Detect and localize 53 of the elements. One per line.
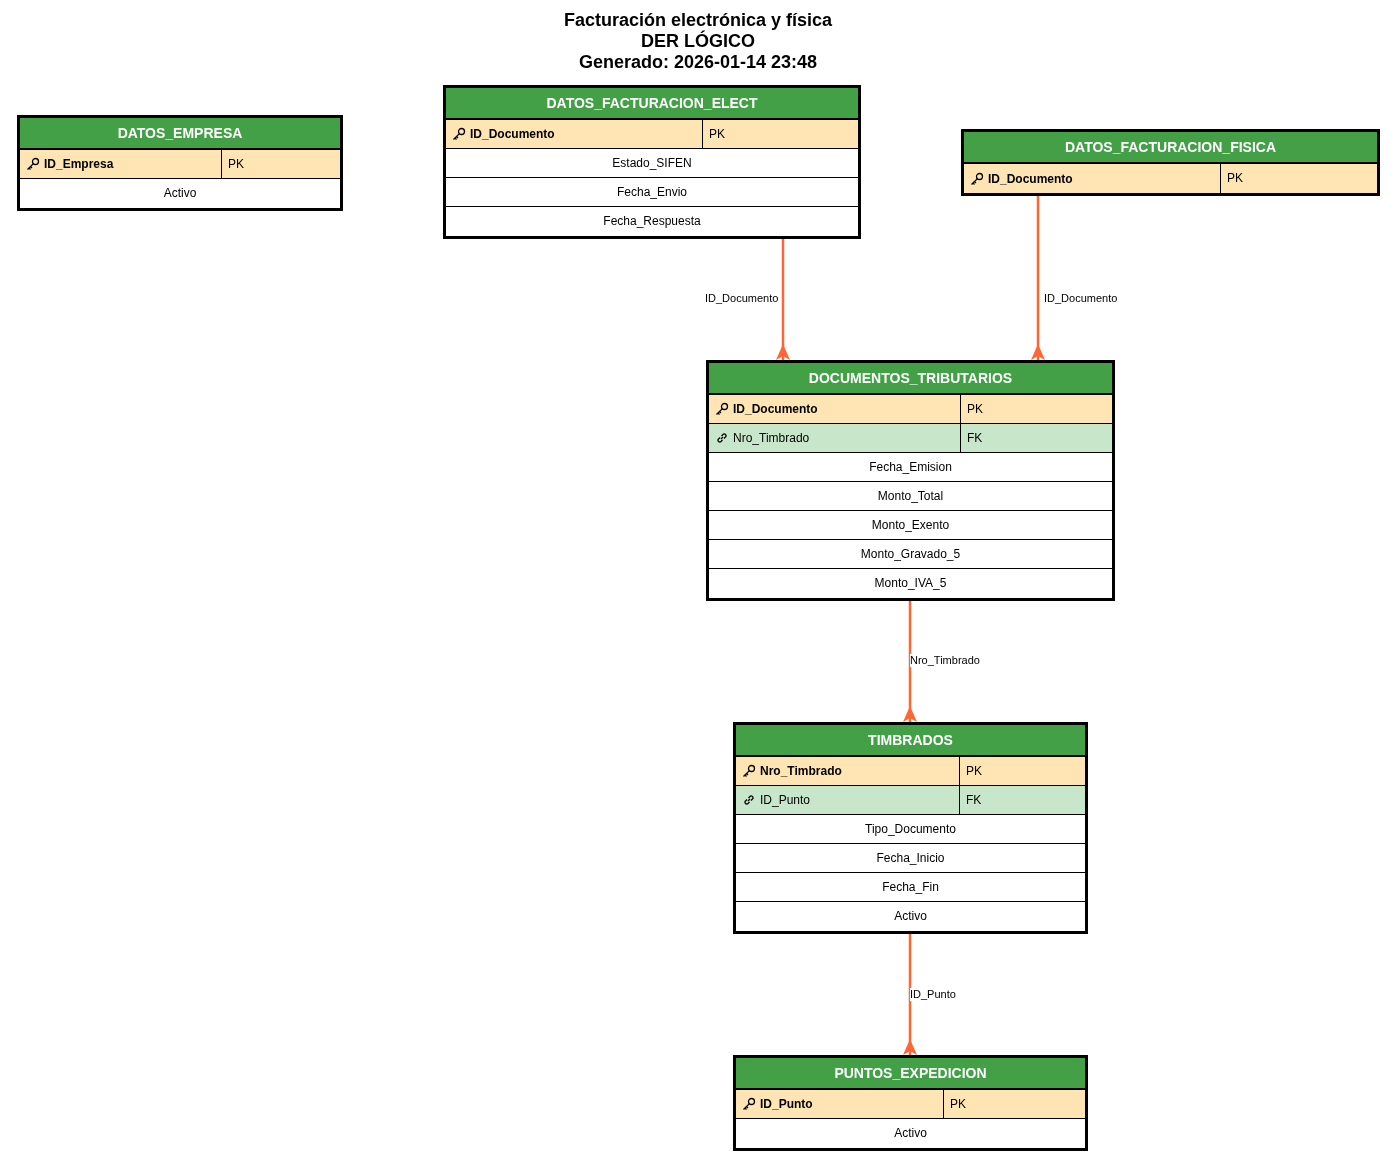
table-header: PUNTOS_EXPEDICION bbox=[736, 1058, 1085, 1090]
table-header: TIMBRADOS bbox=[736, 725, 1085, 757]
entity-table bbox=[443, 85, 861, 239]
diagram-title: Facturación electrónica y física bbox=[562, 10, 834, 30]
column-name: Estado_SIFEN bbox=[446, 149, 858, 178]
column-name: Fecha_Emision bbox=[709, 453, 1112, 482]
edge-label: ID_Punto bbox=[910, 988, 956, 1001]
subtitle: DER LÓGICO bbox=[640, 31, 756, 52]
key-type: PK bbox=[959, 757, 982, 785]
subtitle: Generado: 2026-01-14 23:48 bbox=[577, 52, 819, 73]
column-name: Tipo_Documento bbox=[736, 815, 1085, 844]
column-name: Activo bbox=[162, 185, 198, 202]
column-name: ID_Empresa bbox=[44, 157, 115, 171]
column-name: Fecha_Respuesta bbox=[602, 213, 702, 230]
edge-label: ID_Documento bbox=[1044, 292, 1118, 305]
column-name: Monto_Exento bbox=[709, 511, 1112, 540]
column-name: Monto_Gravado_5 bbox=[709, 540, 1112, 569]
table-header: DATOS_FACTURACION_FISICA bbox=[964, 132, 1377, 164]
column-name: Monto_IVA_5 bbox=[873, 575, 948, 592]
column-name: ID_Documento bbox=[733, 402, 819, 416]
column-name: Activo bbox=[893, 908, 928, 925]
entity-table bbox=[706, 360, 1115, 601]
key-type: PK bbox=[960, 395, 983, 423]
relationship-line bbox=[1031, 196, 1045, 360]
column-name: Activo bbox=[893, 1125, 928, 1142]
relationship-line bbox=[903, 601, 917, 722]
key-type: FK bbox=[960, 424, 983, 452]
column-name: ID_Documento bbox=[988, 171, 1074, 186]
column-name: ID_Punto bbox=[760, 793, 812, 807]
column-name: ID_Punto bbox=[760, 1097, 814, 1111]
table-header: DATOS_EMPRESA bbox=[20, 118, 340, 150]
edge-label: ID_Documento bbox=[705, 292, 779, 305]
column-name: Nro_Timbrado bbox=[733, 431, 811, 445]
key-type: PK bbox=[943, 1090, 966, 1118]
column-name: Monto_Total bbox=[709, 482, 1112, 511]
relationship-line bbox=[903, 934, 917, 1055]
entity-table bbox=[733, 722, 1088, 934]
column-name: Nro_Timbrado bbox=[760, 764, 843, 778]
relationship-line bbox=[776, 239, 790, 360]
table-header: DATOS_FACTURACION_ELECT bbox=[446, 88, 858, 120]
entity-table bbox=[17, 115, 343, 211]
entity-table bbox=[733, 1055, 1088, 1151]
column-name: Fecha_Fin bbox=[736, 873, 1085, 902]
column-name: Fecha_Inicio bbox=[736, 844, 1085, 873]
key-type: FK bbox=[959, 786, 982, 814]
column-name: Fecha_Envio bbox=[446, 178, 858, 207]
key-type: PK bbox=[1220, 164, 1243, 193]
column-name: ID_Documento bbox=[470, 127, 556, 141]
table-header: DOCUMENTOS_TRIBUTARIOS bbox=[709, 363, 1112, 395]
key-type: PK bbox=[702, 120, 725, 148]
edge-label: Nro_Timbrado bbox=[910, 654, 980, 667]
key-type: PK bbox=[221, 150, 244, 178]
entity-table bbox=[961, 129, 1380, 196]
